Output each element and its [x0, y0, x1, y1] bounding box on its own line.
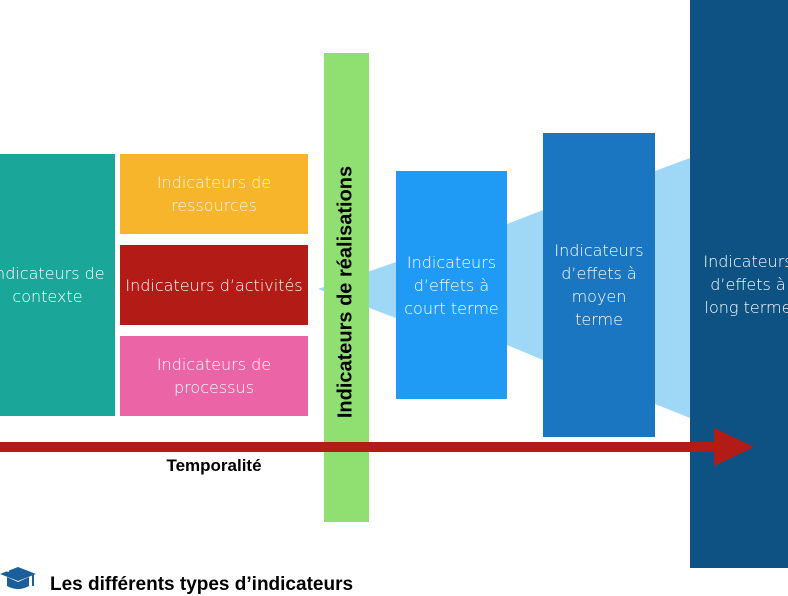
- long-term-effects-label: Indicateurs d’effets à long terme: [703, 251, 788, 317]
- timeline-arrow-shaft: [0, 442, 720, 452]
- medium-term-effects-label: Indicateurs d’effets à moyen terme: [554, 241, 644, 329]
- timeline-label: Temporalité: [166, 456, 262, 475]
- long-term-effects-box: Indicateurs d’effets à long terme: [690, 0, 788, 568]
- medium-term-effects-box: Indicateurs d’effets à moyen terme: [543, 133, 655, 437]
- activities-indicators-box: Indicateurs d’activités: [120, 245, 308, 325]
- activities-indicators-label: Indicateurs d’activités: [125, 275, 303, 295]
- short-term-effects-box: Indicateurs d’effets à court terme: [396, 171, 507, 399]
- short-term-effects-label: Indicateurs d’effets à court terme: [404, 252, 499, 318]
- timeline-arrow-head: [714, 428, 754, 466]
- realisations-label: Indicateurs de réalisations: [334, 165, 357, 419]
- process-indicators-box: Indicateurs de processus: [120, 336, 308, 416]
- graduation-cap-icon: [0, 567, 36, 589]
- resources-indicators-label: Indicateurs de ressources: [156, 173, 272, 215]
- process-indicators-label: Indicateurs de processus: [156, 355, 272, 397]
- context-indicators-box: Indicateurs de contexte: [0, 154, 115, 416]
- context-indicators-label: Indicateurs de contexte: [0, 264, 105, 306]
- resources-indicators-box: Indicateurs de ressources: [120, 154, 308, 234]
- footer-title: Les différents types d’indicateurs: [50, 574, 354, 595]
